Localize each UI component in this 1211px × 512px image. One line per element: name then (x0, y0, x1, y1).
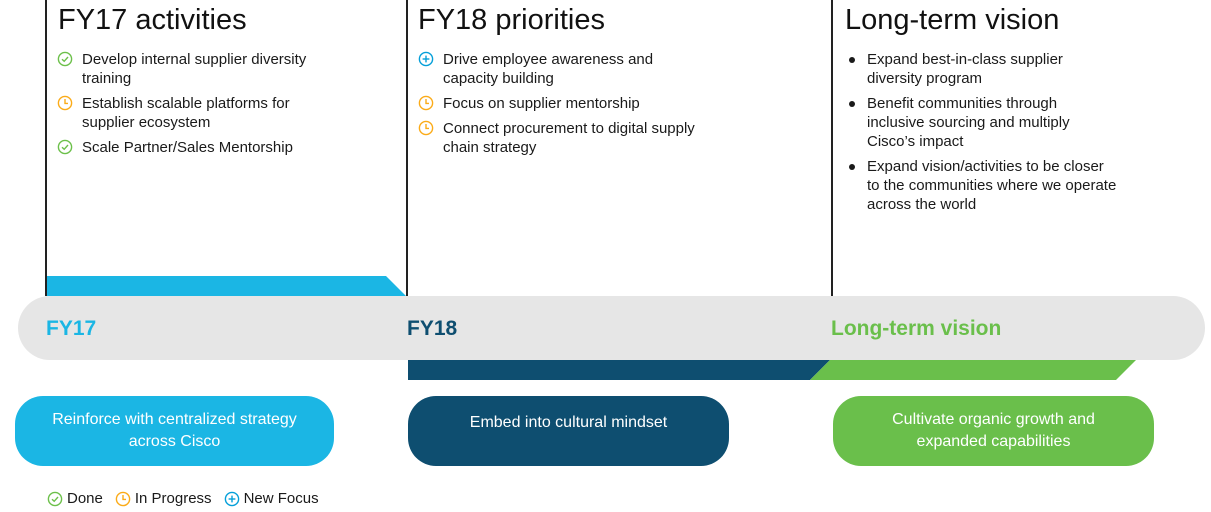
check-circle-icon (57, 51, 73, 67)
legend-label: In Progress (134, 490, 212, 507)
bullet-icon (849, 101, 855, 107)
legend-item-done: Done (47, 490, 103, 507)
timeline-track (18, 296, 1205, 360)
bullet-icon (849, 57, 855, 63)
fy18-divider (406, 0, 408, 296)
fy18-priority-list: Drive employee awareness and capacity bu… (418, 50, 698, 163)
legend-item-in-progress: In Progress (115, 490, 212, 507)
list-item: Expand best-in-class supplier diversity … (845, 50, 1117, 88)
list-item: Establish scalable platforms for supplie… (57, 94, 317, 132)
timeline-graphic (18, 276, 1205, 380)
list-item: Focus on supplier mentorship (418, 94, 698, 113)
list-item: Drive employee awareness and capacity bu… (418, 50, 698, 88)
legend-item-new-focus: New Focus (224, 490, 319, 507)
item-text: Expand vision/activities to be closer to… (867, 158, 1117, 213)
phase-label-fy17: FY17 (46, 317, 97, 340)
fy18-strategy-pill: Embed into cultural mindset (408, 396, 729, 466)
list-item: Scale Partner/Sales Mentorship (57, 138, 317, 157)
fy17-divider (45, 0, 47, 296)
plus-circle-icon (224, 491, 239, 506)
check-circle-icon (57, 139, 73, 155)
status-legend: Done In Progress New Focus (47, 490, 331, 507)
item-text: Expand best-in-class supplier diversity … (867, 51, 1063, 87)
long-term-vision-list: Expand best-in-class supplier diversity … (845, 50, 1117, 220)
item-text: Connect procurement to digital supply ch… (443, 120, 695, 156)
clock-icon (57, 95, 73, 111)
long-term-divider (831, 0, 833, 296)
clock-icon (418, 95, 434, 111)
phase-label-fy18: FY18 (407, 317, 458, 340)
clock-icon (418, 120, 434, 136)
item-text: Scale Partner/Sales Mentorship (82, 139, 293, 156)
check-circle-icon (47, 491, 63, 506)
legend-label: New Focus (243, 490, 319, 507)
list-item: Connect procurement to digital supply ch… (418, 119, 698, 157)
list-item: Expand vision/activities to be closer to… (845, 157, 1117, 214)
long-term-band (810, 360, 1136, 380)
fy17-strategy-pill: Reinforce with centralized strategy acro… (15, 396, 334, 466)
bullet-icon (849, 164, 855, 170)
fy18-title: FY18 priorities (418, 4, 605, 36)
legend-label: Done (67, 490, 103, 507)
long-term-title: Long-term vision (845, 4, 1060, 36)
fy17-band (46, 276, 406, 296)
long-term-strategy-pill: Cultivate organic growth and expanded ca… (833, 396, 1154, 466)
list-item: Benefit communities through inclusive so… (845, 94, 1117, 151)
fy18-band (408, 360, 830, 380)
item-text: Drive employee awareness and capacity bu… (443, 51, 654, 87)
fy17-activity-list: Develop internal supplier diversity trai… (57, 50, 317, 163)
phase-label-long-term: Long-term vision (831, 317, 1002, 340)
fy17-title: FY17 activities (58, 4, 247, 36)
item-text: Focus on supplier mentorship (443, 95, 640, 112)
plus-circle-icon (418, 51, 434, 67)
item-text: Benefit communities through inclusive so… (867, 95, 1070, 150)
item-text: Develop internal supplier diversity trai… (82, 51, 307, 87)
item-text: Establish scalable platforms for supplie… (82, 95, 290, 131)
list-item: Develop internal supplier diversity trai… (57, 50, 317, 88)
clock-icon (115, 491, 131, 506)
